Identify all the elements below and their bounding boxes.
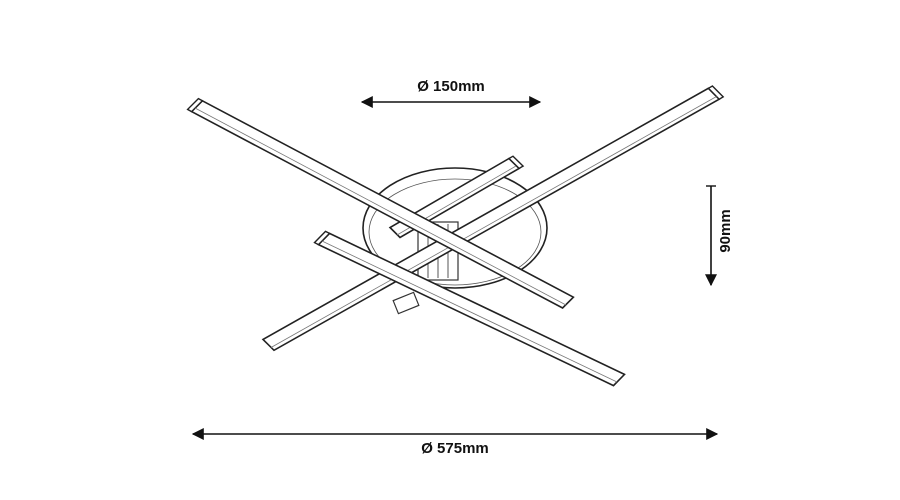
overall-diameter-label: Ø 575mm [421, 440, 489, 457]
height-label: 90mm [717, 209, 734, 252]
base-diameter-dimension: Ø 150mm [360, 78, 542, 108]
light-bar-c [186, 97, 575, 309]
light-bar-d [313, 230, 626, 387]
base-diameter-label: Ø 150mm [417, 78, 485, 95]
overall-diameter-dimension: Ø 575mm [191, 428, 719, 457]
height-dimension: 90mm [705, 185, 734, 287]
light-bar-a [261, 85, 725, 352]
